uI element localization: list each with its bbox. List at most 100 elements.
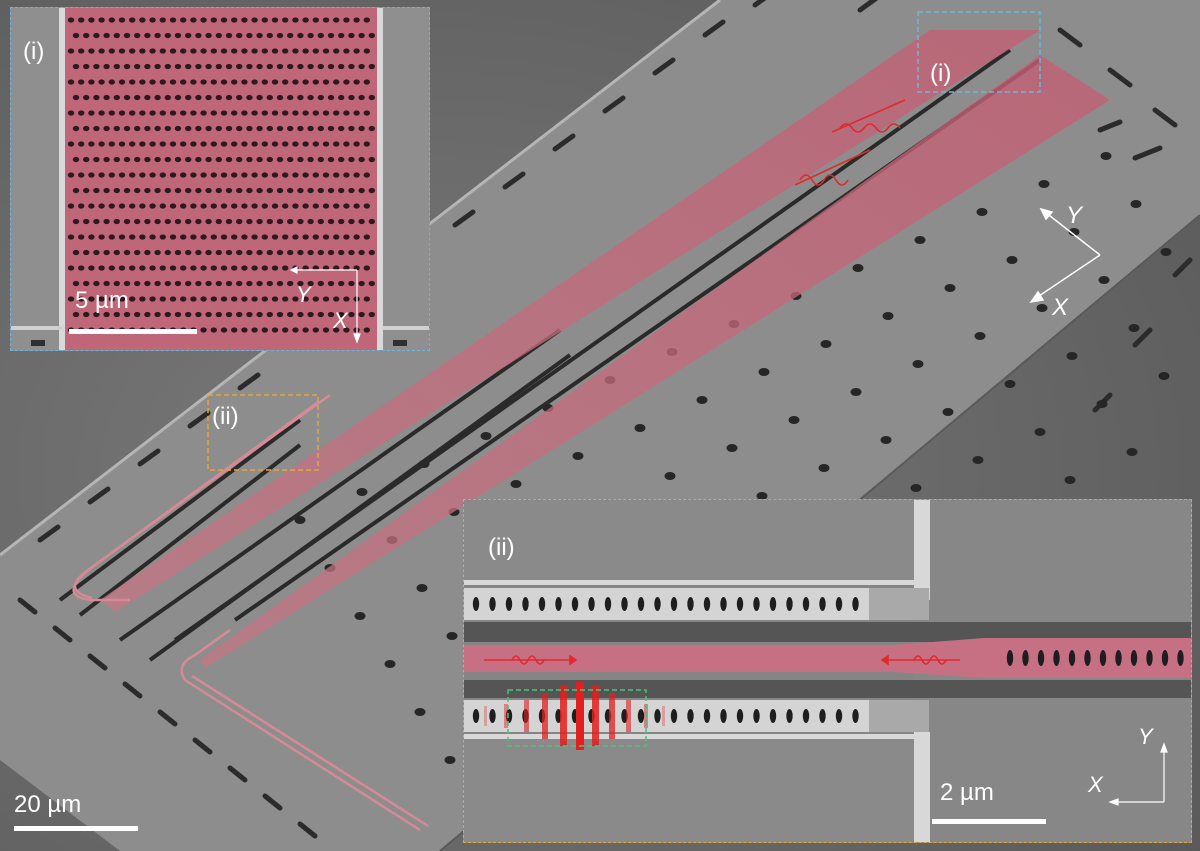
crystal-hole xyxy=(225,125,233,132)
crystal-hole xyxy=(251,48,258,54)
crystal-hole xyxy=(88,203,95,209)
crystal-hole xyxy=(292,296,299,302)
crystal-hole xyxy=(348,63,355,70)
crystal-hole xyxy=(154,156,161,163)
crystal-hole xyxy=(322,79,330,85)
crystal-hole xyxy=(144,218,151,225)
crystal-hole xyxy=(154,125,161,132)
crystal-hole xyxy=(317,249,324,256)
nanobeam-hole xyxy=(505,709,513,723)
crystal-hole xyxy=(292,234,299,240)
crystal-hole xyxy=(322,234,330,240)
crystal-hole xyxy=(195,218,202,225)
crystal-hole xyxy=(67,110,75,116)
crystal-hole xyxy=(195,94,202,101)
release-hole xyxy=(1006,256,1018,264)
inset-ii-axis-arrows xyxy=(1108,742,1168,806)
crystal-hole xyxy=(256,63,263,70)
nanobeam-hole xyxy=(736,709,744,723)
crystal-hole xyxy=(333,265,340,271)
crystal-hole xyxy=(149,79,156,85)
crystal-hole xyxy=(118,110,126,116)
crystal-hole xyxy=(363,172,370,178)
release-hole xyxy=(1158,372,1170,380)
crystal-hole xyxy=(215,218,222,225)
crystal-hole xyxy=(225,32,233,39)
crystal-hole xyxy=(72,32,80,39)
release-hole xyxy=(972,456,984,464)
release-hole xyxy=(758,368,770,376)
inset-ii-scale-bar xyxy=(932,819,1046,824)
release-hole xyxy=(1004,380,1016,388)
crystal-hole xyxy=(164,218,171,225)
crystal-hole xyxy=(72,249,80,256)
crystal-hole xyxy=(287,94,294,101)
nanobeam-hole xyxy=(538,597,546,611)
crystal-hole xyxy=(185,94,192,101)
crystal-hole xyxy=(67,265,75,271)
nanobeam-hole xyxy=(835,597,843,611)
crystal-hole xyxy=(358,280,365,287)
crystal-hole xyxy=(266,311,273,318)
crystal-hole xyxy=(113,63,121,70)
release-hole xyxy=(852,264,864,272)
crystal-hole xyxy=(256,32,263,39)
crystal-hole xyxy=(220,48,228,54)
crystal-hole xyxy=(169,172,177,178)
crystal-hole xyxy=(185,125,192,132)
crystal-hole xyxy=(368,218,375,225)
crystal-hole xyxy=(246,125,253,132)
crystal-hole xyxy=(271,234,279,240)
crystal-hole xyxy=(205,280,212,287)
crystal-hole xyxy=(123,125,131,132)
crystal-hole xyxy=(338,156,345,163)
crystal-hole xyxy=(353,141,360,147)
inset-ii-coupling-region: (ii) 2 µm Y X xyxy=(463,499,1192,843)
nanobeam-hole xyxy=(472,597,480,611)
release-hole xyxy=(880,436,892,444)
crystal-hole xyxy=(251,296,258,302)
crystal-hole xyxy=(144,156,151,163)
crystal-hole xyxy=(271,265,279,271)
crystal-hole xyxy=(251,265,258,271)
crystal-hole xyxy=(210,327,217,333)
tether-slots-top xyxy=(37,0,879,543)
crystal-hole xyxy=(139,265,146,271)
nanobeam-hole xyxy=(670,709,678,723)
crystal-hole xyxy=(108,48,116,54)
crystal-hole xyxy=(251,141,258,147)
crystal-hole xyxy=(210,265,217,271)
crystal-hole xyxy=(88,172,95,178)
crystal-hole xyxy=(368,249,375,256)
crystal-hole xyxy=(129,234,136,240)
crystal-hole xyxy=(266,156,273,163)
crystal-hole xyxy=(241,234,248,240)
crystal-hole xyxy=(180,48,187,54)
crystal-hole xyxy=(343,17,350,23)
crystal-hole xyxy=(129,296,136,302)
crystal-hole xyxy=(164,156,171,163)
crystal-hole xyxy=(353,265,360,271)
crystal-hole xyxy=(322,17,330,23)
crystal-hole xyxy=(190,234,197,240)
crystal-hole xyxy=(195,63,202,70)
crystal-hole xyxy=(180,172,187,178)
crystal-hole xyxy=(220,327,228,333)
crystal-hole xyxy=(322,110,330,116)
crystal-hole xyxy=(358,94,365,101)
crystal-hole xyxy=(282,296,289,302)
inset-ii-scale-bar-label: 2 µm xyxy=(940,779,994,806)
waveguide-hole xyxy=(1130,650,1138,666)
crystal-hole xyxy=(292,110,299,116)
crystal-hole xyxy=(149,48,156,54)
crystal-hole xyxy=(287,249,294,256)
crystal-hole xyxy=(103,156,110,163)
crystal-hole xyxy=(149,17,156,23)
crystal-hole xyxy=(231,48,238,54)
crystal-hole xyxy=(338,94,345,101)
crystal-hole xyxy=(261,203,268,209)
crystal-hole xyxy=(174,218,182,225)
nanobeam-hole xyxy=(687,597,694,611)
crystal-hole xyxy=(174,280,182,287)
crystal-hole xyxy=(292,17,299,23)
